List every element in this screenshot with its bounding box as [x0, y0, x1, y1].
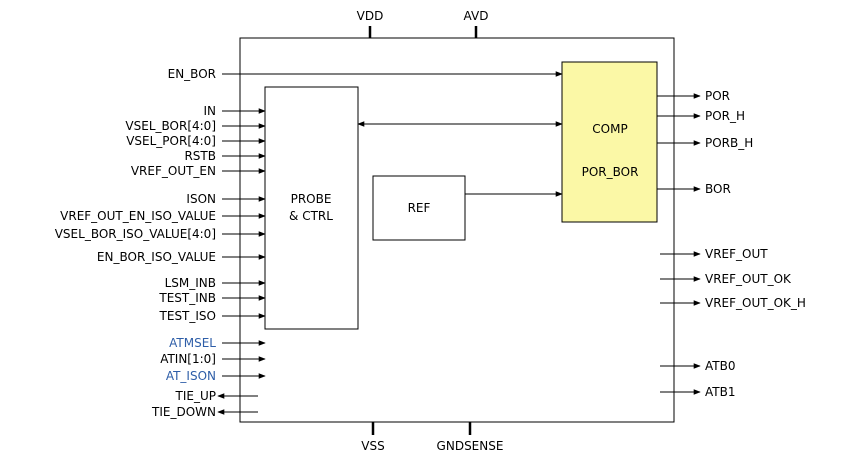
pin-label-por: POR	[705, 89, 730, 103]
pin-label-tie-up: TIE_UP	[175, 389, 216, 403]
pin-label-vref-out: VREF_OUT	[705, 247, 768, 261]
probe-label-line1: PROBE	[291, 192, 332, 206]
pin-label-tie-down: TIE_DOWN	[151, 405, 216, 419]
pin-label-vref-out-ok: VREF_OUT_OK	[705, 272, 792, 286]
comp-label-line1: COMP	[592, 122, 627, 136]
vss-label: VSS	[361, 439, 384, 453]
pin-label-en-bor-iso-value: EN_BOR_ISO_VALUE	[97, 250, 216, 264]
pin-label-test-inb: TEST_INB	[158, 291, 216, 305]
vdd-label: VDD	[357, 9, 384, 23]
pin-label-atb1: ATB1	[705, 385, 735, 399]
pin-label-ison: ISON	[186, 192, 216, 206]
probe-label-line2: & CTRL	[289, 209, 333, 223]
pin-label-porb-h: PORB_H	[705, 136, 753, 150]
pin-label-atin-1-0: ATIN[1:0]	[160, 352, 216, 366]
pin-label-vsel-por-4-0: VSEL_POR[4:0]	[126, 134, 216, 148]
pin-label-vsel-bor-iso-value-4-0: VSEL_BOR_ISO_VALUE[4:0]	[55, 227, 216, 241]
pin-label-vref-out-en: VREF_OUT_EN	[131, 164, 216, 178]
pin-label-bor: BOR	[705, 182, 731, 196]
module-outline	[239, 37, 675, 423]
comp-por-bor-block	[561, 61, 658, 223]
pin-label-vref-out-en-iso-value: VREF_OUT_EN_ISO_VALUE	[60, 209, 216, 223]
pin-label-lsm-inb: LSM_INB	[165, 276, 216, 290]
pin-label-vref-out-ok-h: VREF_OUT_OK_H	[705, 296, 806, 310]
ref-block	[372, 175, 466, 241]
pin-label-atb0: ATB0	[705, 359, 735, 373]
pin-label-vsel-bor-4-0: VSEL_BOR[4:0]	[125, 119, 216, 133]
pin-label-test-iso: TEST_ISO	[159, 309, 216, 323]
avd-label: AVD	[464, 9, 489, 23]
pin-label-en-bor: EN_BOR	[168, 67, 216, 81]
gndsense-label: GNDSENSE	[437, 439, 504, 453]
ref-label: REF	[408, 201, 431, 215]
pin-label-por-h: POR_H	[705, 109, 745, 123]
pin-label-at-ison: AT_ISON	[166, 369, 216, 383]
comp-label-line2: POR_BOR	[582, 165, 639, 179]
probe-ctrl-block	[264, 86, 359, 330]
pin-label-rstb: RSTB	[184, 149, 216, 163]
pin-label-in: IN	[203, 104, 216, 118]
pin-label-atmsel: ATMSEL	[169, 336, 216, 350]
